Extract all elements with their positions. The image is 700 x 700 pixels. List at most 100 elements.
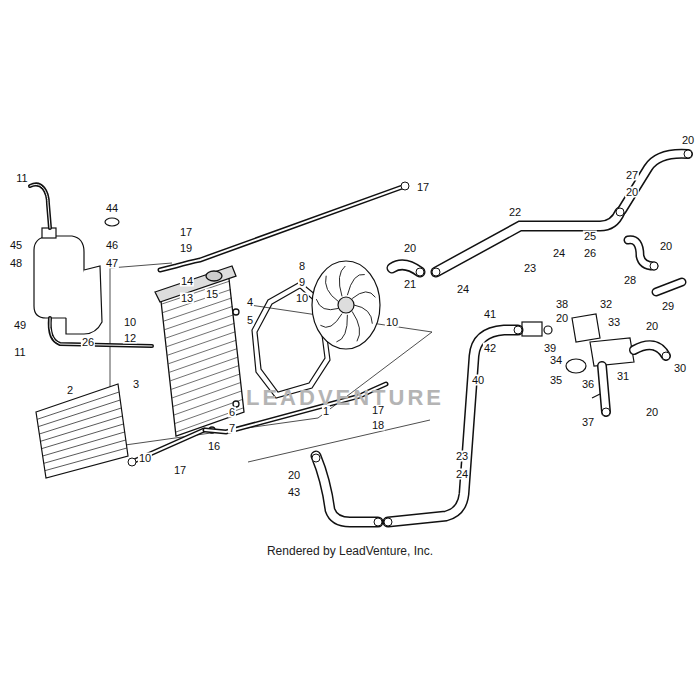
cooler-fins	[37, 392, 127, 471]
callout-number: 36	[581, 379, 595, 390]
hose-clamp	[312, 454, 320, 462]
hose-clamp	[602, 408, 610, 416]
hose-body	[160, 186, 405, 270]
hose-outline	[622, 154, 688, 210]
callout-number: 14	[180, 276, 194, 287]
hose-clamp	[384, 518, 392, 526]
callout-number: 29	[661, 301, 675, 312]
reservoir-bracket	[66, 266, 102, 334]
thermostat-housing	[522, 314, 634, 398]
fin-line	[166, 315, 234, 338]
callout-number: 10	[123, 317, 137, 328]
callout-number: 44	[105, 203, 119, 214]
hose-clamp	[650, 262, 658, 270]
callout-number: 45	[9, 240, 23, 251]
hose-body	[628, 240, 654, 266]
callout-number: 20	[403, 243, 417, 254]
callout-number: 34	[549, 355, 563, 366]
fin-line	[175, 400, 242, 424]
callout-number: 22	[508, 207, 522, 218]
callout-number: 13	[180, 293, 194, 304]
hose-outline	[388, 330, 518, 522]
callout-number: 31	[616, 371, 630, 382]
fin-line	[42, 424, 124, 449]
housing-cap	[572, 314, 600, 342]
fan-blades	[316, 266, 375, 342]
hose-body	[602, 366, 606, 412]
fin-line	[169, 340, 237, 363]
fan-blade	[339, 266, 345, 296]
thermostat	[566, 359, 586, 373]
outline-lines	[110, 263, 432, 462]
callout-number: 10	[138, 453, 152, 464]
radiator	[155, 266, 244, 436]
callout-number: 24	[552, 248, 566, 259]
cooler-body	[36, 384, 128, 478]
hose-clamp	[401, 182, 409, 190]
fin-line	[173, 383, 240, 407]
callout-number: 32	[599, 299, 613, 310]
fin-line	[171, 366, 238, 390]
hose-outline	[160, 186, 405, 270]
callout-number: 35	[549, 375, 563, 386]
hose-body	[30, 184, 50, 228]
hose-body	[656, 282, 682, 292]
callout-number: 21	[403, 279, 417, 290]
callout-number: 19	[179, 243, 193, 254]
callout-number: 5	[246, 315, 254, 326]
callout-number: 2	[66, 385, 74, 396]
fin-line	[164, 298, 232, 321]
fin-line	[170, 357, 237, 381]
callout-number: 8	[298, 261, 306, 272]
fin-line	[45, 448, 127, 471]
callout-number: 10	[385, 317, 399, 328]
hose-clamp	[374, 518, 382, 526]
callout-number: 48	[9, 258, 23, 269]
fan-hub	[338, 297, 354, 313]
callout-number: 10	[295, 293, 309, 304]
fin-line	[39, 408, 121, 434]
fan-blade	[320, 314, 342, 328]
hose-outline	[316, 456, 378, 522]
fan-blade	[352, 311, 360, 341]
callout-number: 9	[298, 277, 306, 288]
hose-clamp	[616, 208, 624, 216]
hose-clamp	[416, 268, 424, 276]
fin-line	[165, 306, 233, 329]
callout-number: 20	[555, 313, 569, 324]
callout-number: 16	[207, 441, 221, 452]
outline-line	[248, 420, 430, 462]
callout-number: 11	[15, 173, 28, 184]
hose-clamp	[662, 352, 670, 360]
caption: Rendered by LeadVenture, Inc.	[267, 544, 433, 558]
callout-number: 26	[583, 248, 597, 259]
callout-number: 23	[523, 263, 537, 274]
hose-outline	[628, 240, 654, 266]
callout-number: 17	[416, 182, 430, 193]
callout-number: 27	[625, 170, 639, 181]
callout-number: 38	[555, 299, 569, 310]
hose-clamp	[432, 268, 440, 276]
callout-number: 24	[456, 284, 470, 295]
hose-body	[388, 330, 518, 522]
callout-number: 47	[105, 258, 119, 269]
hose-outline	[656, 282, 682, 292]
hose-outline	[30, 184, 50, 228]
fin-line	[168, 332, 236, 355]
callout-number: 43	[287, 487, 301, 498]
fitting	[522, 322, 542, 336]
fan-blade	[354, 305, 372, 324]
callout-number: 6	[228, 407, 236, 418]
callout-number: 42	[483, 343, 497, 354]
hose-clamp	[128, 458, 136, 466]
callout-number: 7	[228, 423, 236, 434]
fin-line	[38, 400, 120, 427]
fin-line	[37, 392, 119, 419]
callout-number: 40	[471, 375, 485, 386]
callout-number: 49	[13, 320, 27, 331]
hose-outline	[602, 366, 606, 412]
callout-number: 18	[371, 420, 385, 431]
callout-number: 11	[13, 347, 26, 358]
cooling-fan	[312, 261, 380, 349]
